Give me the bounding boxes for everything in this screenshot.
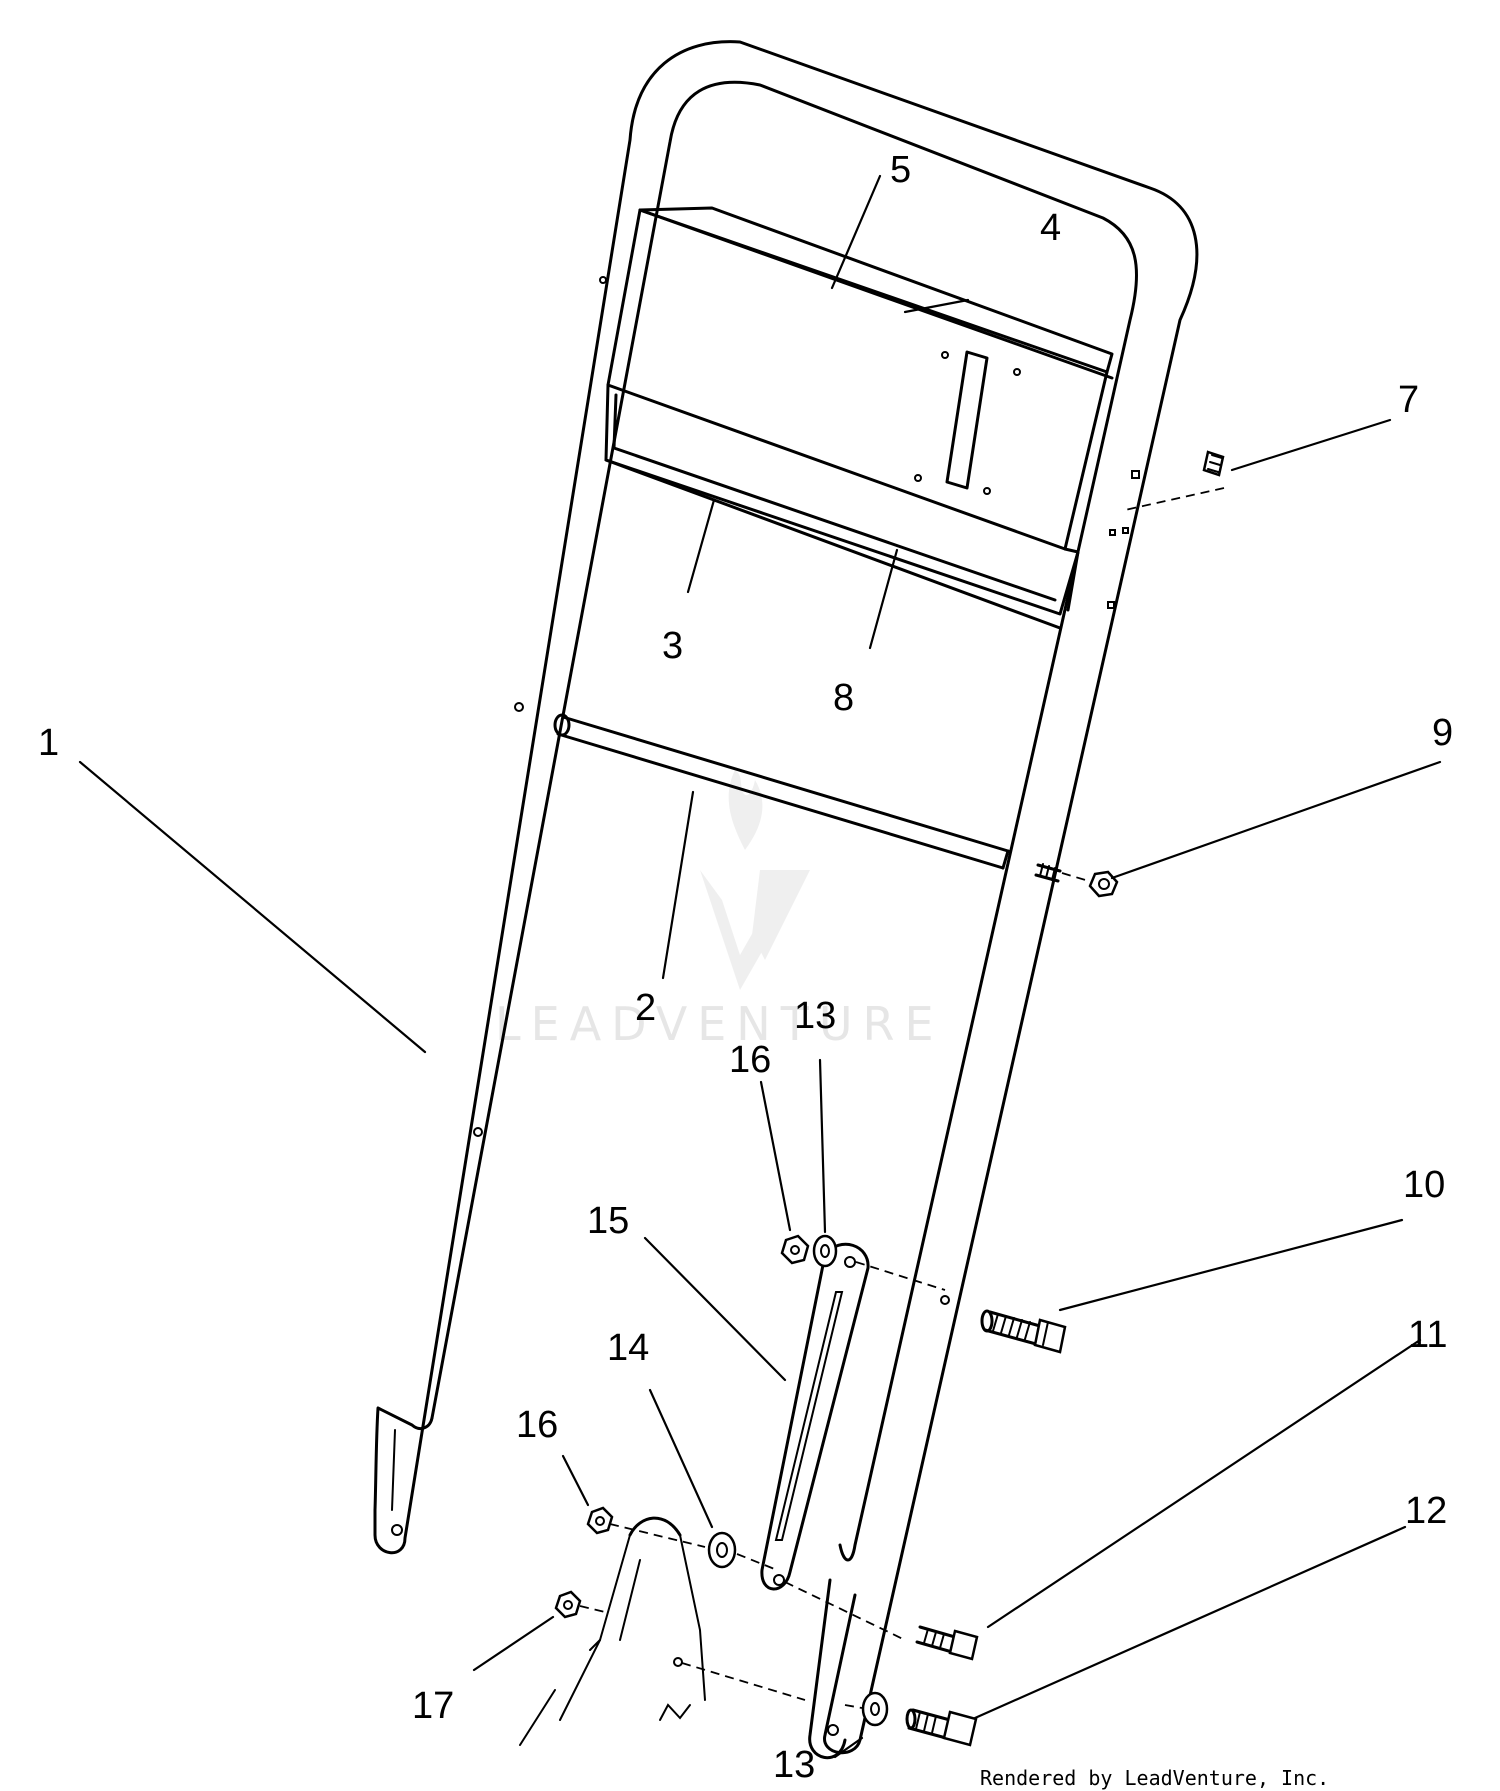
callout-13-lower: 13 [773,1744,815,1786]
callout-13-upper: 13 [794,995,836,1037]
screw-7 [1124,450,1225,511]
nut-17 [554,1590,606,1619]
bolt-9 [1034,863,1119,898]
callout-11: 11 [1408,1314,1447,1356]
nut-16-lower [586,1506,614,1535]
callout-10: 10 [1403,1164,1445,1206]
callout-17: 17 [412,1685,454,1727]
watermark-logo [700,770,810,990]
callout-7: 7 [1398,379,1419,421]
axis-14-15 [609,1523,906,1641]
callout-16-lower: 16 [516,1404,558,1446]
callout-14: 14 [607,1327,649,1369]
leader-lines [78,174,1442,1759]
watermark-text: LEADVENTURE [495,997,944,1051]
washer-14 [707,1531,737,1569]
cross-rod [553,713,1010,870]
callout-1: 1 [38,722,59,764]
bolt-10 [940,1295,1067,1354]
callout-8: 8 [833,677,854,719]
bolt-11 [915,1625,979,1661]
lower-bracket [519,1516,806,1746]
handle-frame [373,40,1199,1760]
callout-12: 12 [1405,1490,1447,1532]
callout-16-upper: 16 [729,1039,771,1081]
callout-15: 15 [587,1200,629,1242]
callout-5: 5 [890,149,911,191]
credit-text: Rendered by LeadVenture, Inc. [980,1766,1329,1790]
washer-13-upper [812,1234,838,1268]
bolt-12 [844,1704,978,1747]
callout-2: 2 [635,987,656,1029]
callout-numbers: 1 2 3 4 5 7 8 9 10 11 12 13 13 14 15 16 … [38,149,1453,1786]
callout-4: 4 [1040,207,1061,249]
link-bar-15 [760,1242,946,1591]
callout-3: 3 [662,625,683,667]
washer-13-lower [861,1691,889,1727]
callout-9: 9 [1432,712,1453,754]
nut-16-upper [780,1234,810,1265]
control-panel [604,206,1114,630]
